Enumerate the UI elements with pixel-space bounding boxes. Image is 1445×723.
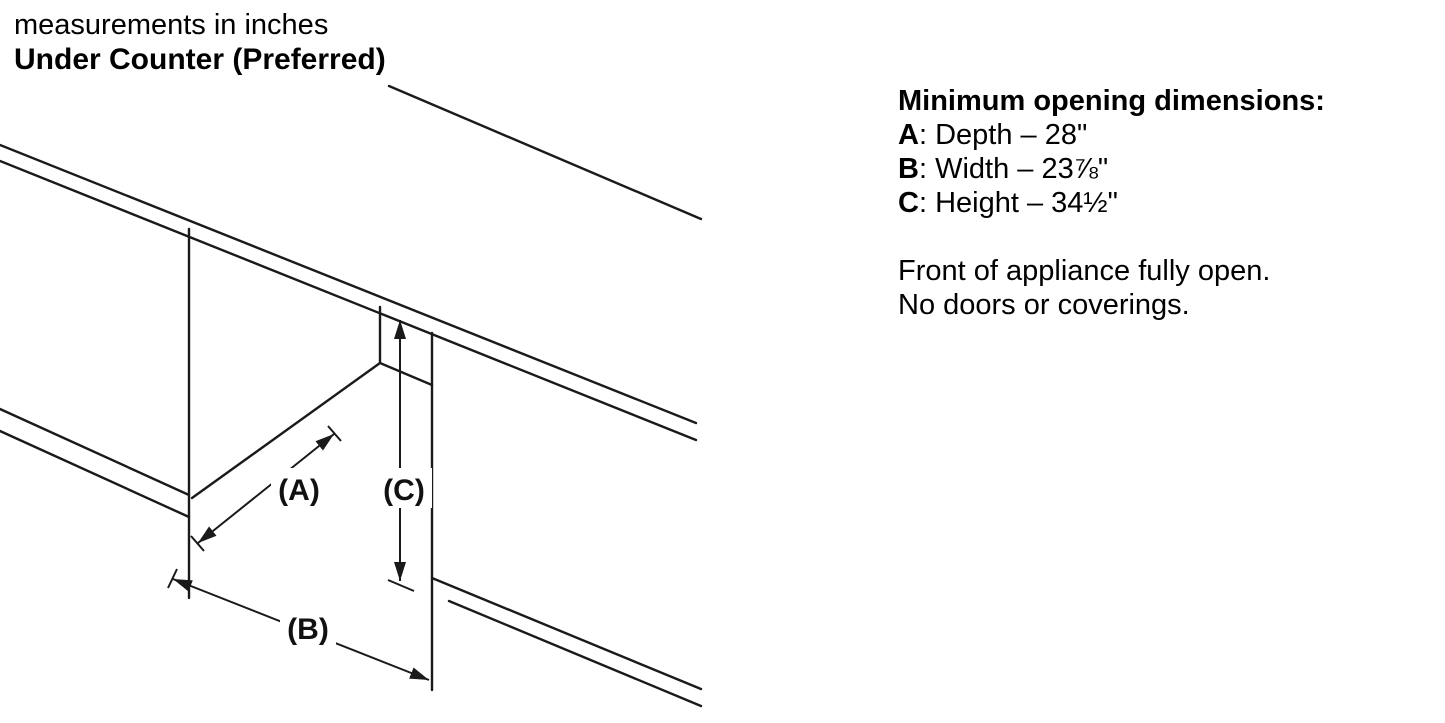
counter-front-top-edge-line [0,143,698,425]
spec-value-width: : Width – 23⅞" [918,153,1109,185]
width-label-backing [280,607,336,647]
right-cabinet-base-top-line [430,576,703,691]
specs-heading: Minimum opening dimensions: [898,85,1325,117]
spec-dimension-height: C: Height – 34½" [898,186,1428,220]
depth-label-backing [271,468,327,508]
spec-value-height: : Height – 34½" [918,187,1118,219]
left-cabinet-base-top-line [0,407,191,497]
width-witness-tick-left [167,568,178,589]
units-note: measurements in inches [14,9,329,41]
opening-floor-front-hint-line [387,579,415,592]
depth-witness-tick-top [327,425,342,442]
spec-value-depth: : Depth – 28" [918,119,1088,151]
width-label-b: (B) [287,613,329,646]
height-label-c: (C) [383,474,425,507]
dimension-labels: (A) (C) (B) [271,468,432,647]
counter-front-bottom-edge-line [0,159,698,442]
spec-dimension-depth: A: Depth – 28" [898,118,1428,152]
left-cabinet-base-bottom-line [0,429,191,519]
depth-label-a: (A) [278,474,320,507]
spec-key-c: C [898,187,919,219]
counter-structure-lines [0,84,703,708]
right-cabinet-base-bottom-line [447,599,703,708]
depth-witness-tick-bottom [190,535,205,552]
spec-dimension-width: B: Width – 23⅞" [898,152,1428,186]
opening-floor-back-line [378,361,434,387]
height-label-backing [376,468,432,508]
header: measurements in inches Under Counter (Pr… [14,8,386,78]
counter-back-edge-line [387,84,703,221]
specs-panel: Minimum opening dimensions: A: Depth – 2… [898,84,1428,322]
note-no-doors: No doors or coverings. [898,289,1190,321]
spec-key-b: B [898,153,919,185]
depth-dimension-arrow [197,433,335,544]
note-front-open: Front of appliance fully open. [898,255,1271,287]
specs-notes: Front of appliance fully open. No doors … [898,254,1428,322]
spec-key-a: A [898,119,919,151]
page-title: Under Counter (Preferred) [14,43,386,76]
